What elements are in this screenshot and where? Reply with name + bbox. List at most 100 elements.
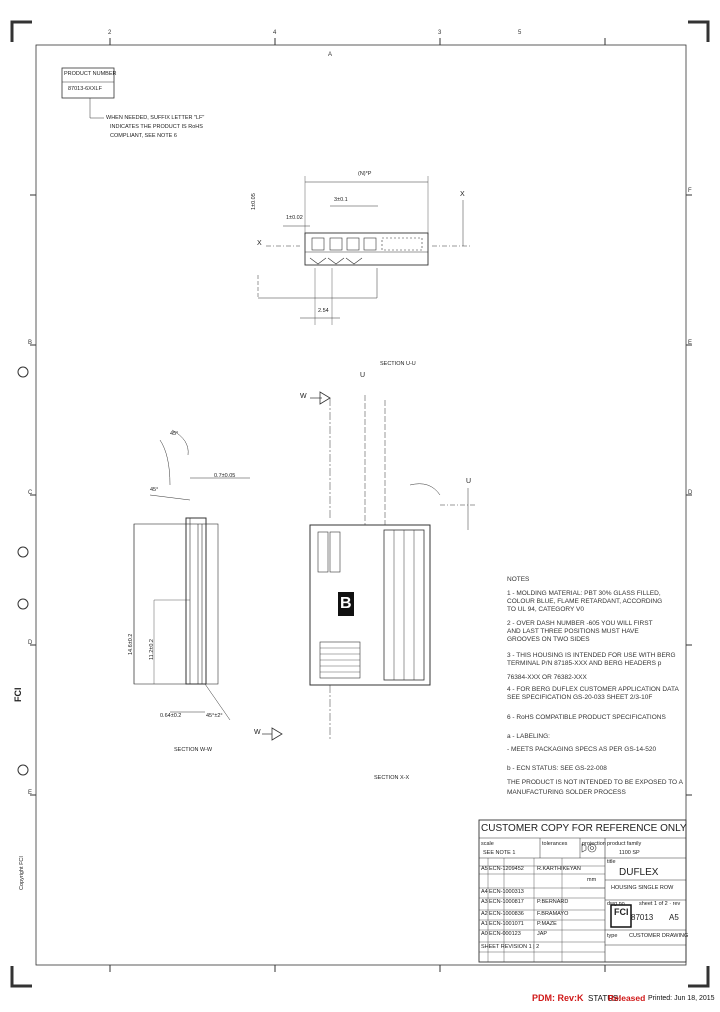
zone-mark: C <box>28 490 33 496</box>
sheet-label: sheet 1 of 2 · rev <box>639 901 681 907</box>
note-line: 2 - OVER DASH NUMBER -605 YOU WILL FIRST <box>507 620 653 627</box>
note-line: THE PRODUCT IS NOT INTENDED TO BE EXPOSE… <box>507 779 683 786</box>
dwg-no: 87013 <box>631 913 654 922</box>
rev-row: ECN-000123 <box>489 931 521 937</box>
suffix-note-line: INDICATES THE PRODUCT IS RoHS <box>110 124 203 130</box>
copyright-text: Copyright FCI <box>19 856 25 890</box>
section-u-label: SECTION U-U <box>380 361 416 367</box>
fci-margin-logo: FCI <box>13 687 23 703</box>
rev-row: A1 <box>481 921 488 927</box>
drawing-title-1: DUFLEX <box>619 867 659 878</box>
rev-row: A4 <box>481 889 488 895</box>
note-line: - MEETS PACKAGING SPECS AS PER GS-14-520 <box>507 746 657 753</box>
scale-label: scale <box>481 841 494 847</box>
dim-pitch: 1±0.02 <box>286 215 303 221</box>
dim-height: 14.6±0.2 <box>128 633 134 655</box>
note-line: a - LABELING: <box>507 733 550 740</box>
rev-row: F.BRAMAYO <box>537 911 569 917</box>
rev-row: P.MAZE <box>537 921 557 927</box>
fci-brand: FCI <box>614 907 629 917</box>
side-dim: 1±0.05 <box>251 193 257 210</box>
note-line: 6 - RoHS COMPATIBLE PRODUCT SPECIFICATIO… <box>507 714 666 721</box>
note-line: 1 - MOLDING MATERIAL: PBT 30% GLASS FILL… <box>507 590 661 597</box>
section-w-label: SECTION W-W <box>174 747 213 753</box>
rev-row: A0 <box>481 931 488 937</box>
unit: mm <box>587 877 597 883</box>
zone-mark: D <box>28 640 33 646</box>
dim-angle: 45° <box>150 487 159 493</box>
w-mark: W <box>300 393 307 400</box>
zone-mark: 3 <box>438 30 442 36</box>
x-mark: X <box>460 191 465 198</box>
section-x-label: SECTION X-X <box>374 775 410 781</box>
zone-mark: B <box>28 340 33 346</box>
projection-label: projection <box>582 841 606 847</box>
dwg-no-label: dwg no <box>607 901 625 907</box>
printed-date: Printed: Jun 18, 2015 <box>648 995 715 1002</box>
u-mark: U <box>466 478 472 485</box>
u-mark: U <box>360 372 366 379</box>
title-block: CUSTOMER COPY FOR REFERENCE ONLY scale t… <box>479 820 688 962</box>
zone-mark: F <box>688 188 692 194</box>
dim-inner: 11.2±0.2 <box>149 639 155 660</box>
tolerances-label: tolerances <box>542 841 568 847</box>
note-line: TO UL 94, CATEGORY V0 <box>507 606 584 613</box>
dim-angle2: 45°±2° <box>206 713 223 719</box>
note-line: AND LAST THREE POSITIONS MUST HAVE <box>507 628 639 635</box>
x-mark: X <box>257 240 262 247</box>
rev-row: A3 <box>481 899 488 905</box>
rev-row: A5 <box>481 866 488 872</box>
note-line: TERMINAL P/N 87185-XXX AND BERG HEADERS … <box>507 660 662 667</box>
note-line: 4 - FOR BERG DUFLEX CUSTOMER APPLICATION… <box>507 686 679 693</box>
product-number-value: 87013-6XXLF <box>68 86 102 92</box>
zone-mark: E <box>28 790 33 796</box>
rev-row: A2 <box>481 911 488 917</box>
product-family-value: 1100 SP <box>619 850 640 856</box>
suffix-note-line: WHEN NEEDED, SUFFIX LETTER "LF" <box>106 115 205 121</box>
zone-mark: A <box>328 52 333 58</box>
note-line: GROOVES ON TWO SIDES <box>507 636 590 643</box>
status-label: STATUS: <box>588 994 621 1003</box>
rev-row: ECN-1000836 <box>489 911 524 917</box>
note-line: 3 - THIS HOUSING IS INTENDED FOR USE WIT… <box>507 652 676 659</box>
rev-row: R.KARTHIKEYAN <box>537 866 581 872</box>
big-b-mark: B <box>340 595 352 612</box>
dim-bottom: 0.64±0.2 <box>160 713 182 719</box>
note-line: SEE SPECIFICATION GS-20-033 SHEET 2/3-10… <box>507 694 653 701</box>
dim-3: 3±0.1 <box>334 197 348 203</box>
rev-row: P.BERNARD <box>537 899 569 905</box>
pdm-rev: PDM: Rev:K <box>532 993 584 1003</box>
notes-title: NOTES <box>507 576 530 583</box>
rev-row: ECN-1000313 <box>489 889 524 895</box>
sheet-row: SHEET REVISION 1 | 2 <box>481 944 540 950</box>
zone-mark: 2 <box>108 30 112 36</box>
status-value: Released <box>608 993 646 1003</box>
note-line: b - ECN STATUS: SEE GS-22-008 <box>507 765 607 772</box>
dim-n-pitch: (N)*P <box>358 171 372 177</box>
drawing-title-2: HOUSING SINGLE ROW <box>611 885 674 891</box>
note-line: MANUFACTURING SOLDER PROCESS <box>507 789 626 796</box>
zone-mark: 4 <box>273 30 277 36</box>
projection-icon <box>581 843 597 853</box>
zone-mark: E <box>688 340 693 346</box>
rev: A5 <box>669 913 679 922</box>
note-line: 76384-XXX OR 76382-XXX <box>507 674 587 681</box>
customer-copy-banner: CUSTOMER COPY FOR REFERENCE ONLY <box>481 823 687 834</box>
dim-top: 0.7±0.05 <box>214 473 236 479</box>
rev-row: ECN-1001071 <box>489 921 524 927</box>
fci-logo <box>610 904 632 928</box>
rev-row: JAP <box>537 931 548 937</box>
see-note: SEE NOTE 1 <box>483 850 516 856</box>
zone-mark: D <box>688 490 693 496</box>
dim-angle: 45° <box>170 431 179 437</box>
product-family-label: product family <box>607 841 642 847</box>
suffix-note-line: COMPLIANT, SEE NOTE 6 <box>110 133 177 139</box>
product-number-header: PRODUCT NUMBER <box>64 71 117 77</box>
title-label: title <box>607 859 616 865</box>
dim-254: 2.54 <box>318 308 329 314</box>
type-label: type <box>607 933 618 939</box>
rev-row: ECN-1000817 <box>489 899 524 905</box>
note-line: COLOUR BLUE, FLAME RETARDANT, ACCORDING <box>507 598 663 605</box>
